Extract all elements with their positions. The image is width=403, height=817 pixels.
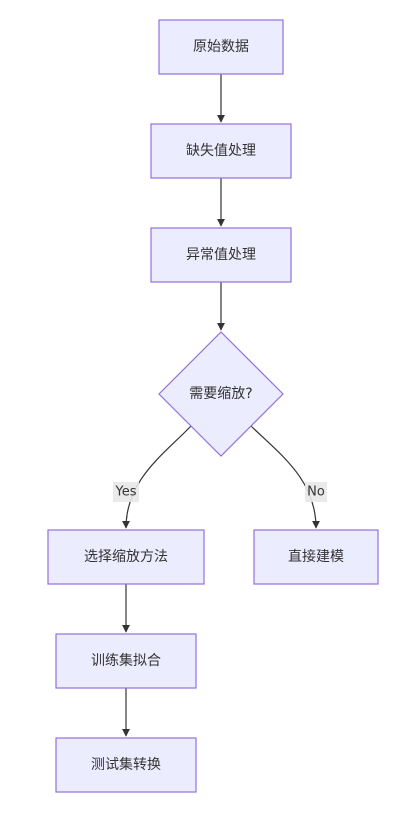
node-missing-values-label: 缺失值处理 bbox=[186, 143, 256, 159]
edge-label-yes: Yes bbox=[113, 482, 139, 502]
node-transform-test-label: 测试集转换 bbox=[91, 756, 161, 773]
node-choose-scaling: 选择缩放方法 bbox=[47, 529, 205, 585]
node-outliers: 异常值处理 bbox=[150, 227, 292, 283]
edges bbox=[122, 74, 320, 737]
node-raw-data-label: 原始数据 bbox=[193, 39, 249, 55]
node-outliers-label: 异常值处理 bbox=[186, 247, 256, 263]
node-missing-values: 缺失值处理 bbox=[150, 123, 292, 179]
edge-decision-yes bbox=[122, 425, 192, 529]
edge-label-no-text: No bbox=[307, 485, 325, 500]
node-fit-train-label: 训练集拟合 bbox=[91, 652, 161, 669]
node-transform-test: 测试集转换 bbox=[55, 737, 197, 793]
edge-decision-no bbox=[250, 425, 320, 529]
node-need-scaling: 需要缩放? bbox=[158, 331, 284, 457]
edge-label-no: No bbox=[305, 482, 327, 502]
node-fit-train: 训练集拟合 bbox=[55, 633, 197, 689]
node-direct-modeling-label: 直接建模 bbox=[288, 548, 344, 565]
node-need-scaling-label: 需要缩放? bbox=[189, 386, 252, 402]
node-direct-modeling: 直接建模 bbox=[253, 529, 379, 585]
node-choose-scaling-label: 选择缩放方法 bbox=[84, 549, 168, 565]
edge-label-yes-text: Yes bbox=[115, 485, 137, 500]
node-raw-data: 原始数据 bbox=[158, 19, 284, 75]
